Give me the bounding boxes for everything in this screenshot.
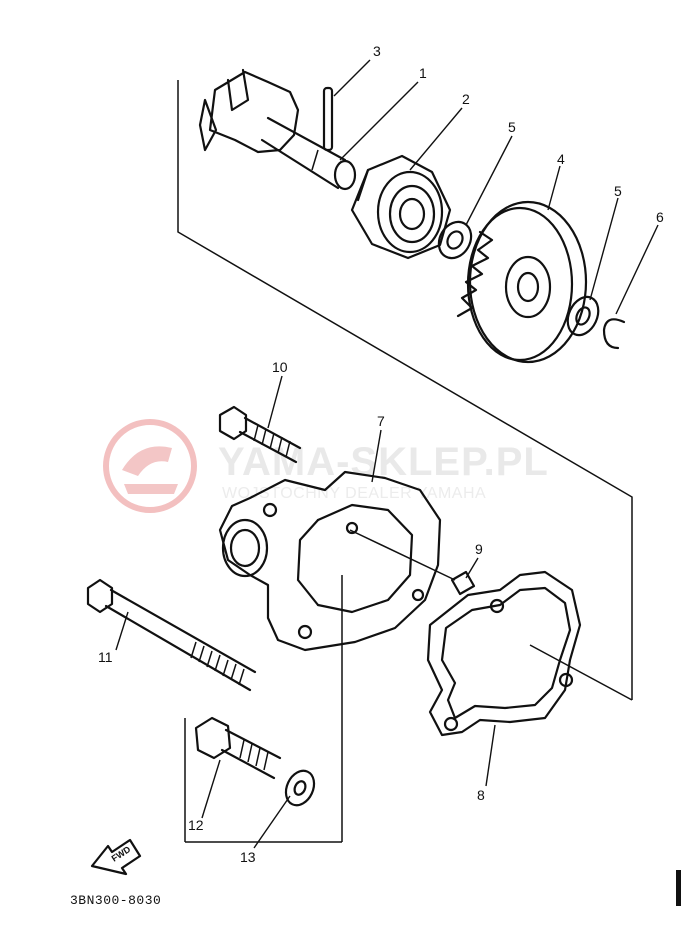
callout-10: 10 (272, 359, 288, 375)
washer-part-13 (284, 769, 316, 807)
impeller-shaft (198, 68, 357, 191)
pin-part-3 (322, 86, 334, 152)
fwd-label: FWD (110, 844, 133, 864)
callout-12: 12 (188, 817, 204, 833)
callout-labels: 3 1 2 5 4 5 6 10 7 9 11 8 12 13 (98, 43, 664, 865)
diagram-code: 3BN300-8030 (70, 893, 161, 908)
watermark-subtitle: WOJSTOCHNY DEALER YAMAHA (222, 485, 486, 502)
callout-9: 9 (475, 541, 483, 557)
watermark: YAMA-SKLEP.PL WOJSTOCHNY DEALER YAMAHA (103, 419, 548, 513)
flange-bolt-part-12 (194, 716, 282, 780)
callout-13: 13 (240, 849, 256, 865)
callout-2: 2 (462, 91, 470, 107)
assembly-guide-lines (177, 80, 633, 843)
gear-part-4 (456, 200, 588, 364)
callout-4: 4 (557, 151, 565, 167)
washer-part-5-b (566, 295, 600, 337)
edge-mark (676, 870, 681, 906)
callout-3: 3 (373, 43, 381, 59)
watermark-logo (103, 419, 197, 513)
dowel-pin-part-9 (450, 570, 476, 596)
circlip-part-6 (602, 318, 626, 350)
fwd-arrow: FWD (90, 838, 142, 876)
callout-5-a: 5 (508, 119, 516, 135)
callout-1: 1 (419, 65, 427, 81)
callout-7: 7 (377, 413, 385, 429)
callout-8: 8 (477, 787, 485, 803)
callout-6: 6 (656, 209, 664, 225)
washer-part-5-a (437, 220, 473, 260)
callout-11: 11 (98, 649, 113, 665)
pump-cover-part-7 (218, 470, 442, 652)
bearing-part-2 (350, 154, 452, 260)
bolt-part-10 (218, 405, 302, 464)
leader-lines (115, 59, 659, 849)
gasket-part-8 (426, 570, 582, 737)
callout-5-b: 5 (614, 183, 622, 199)
long-bolt-part-11 (86, 578, 257, 692)
